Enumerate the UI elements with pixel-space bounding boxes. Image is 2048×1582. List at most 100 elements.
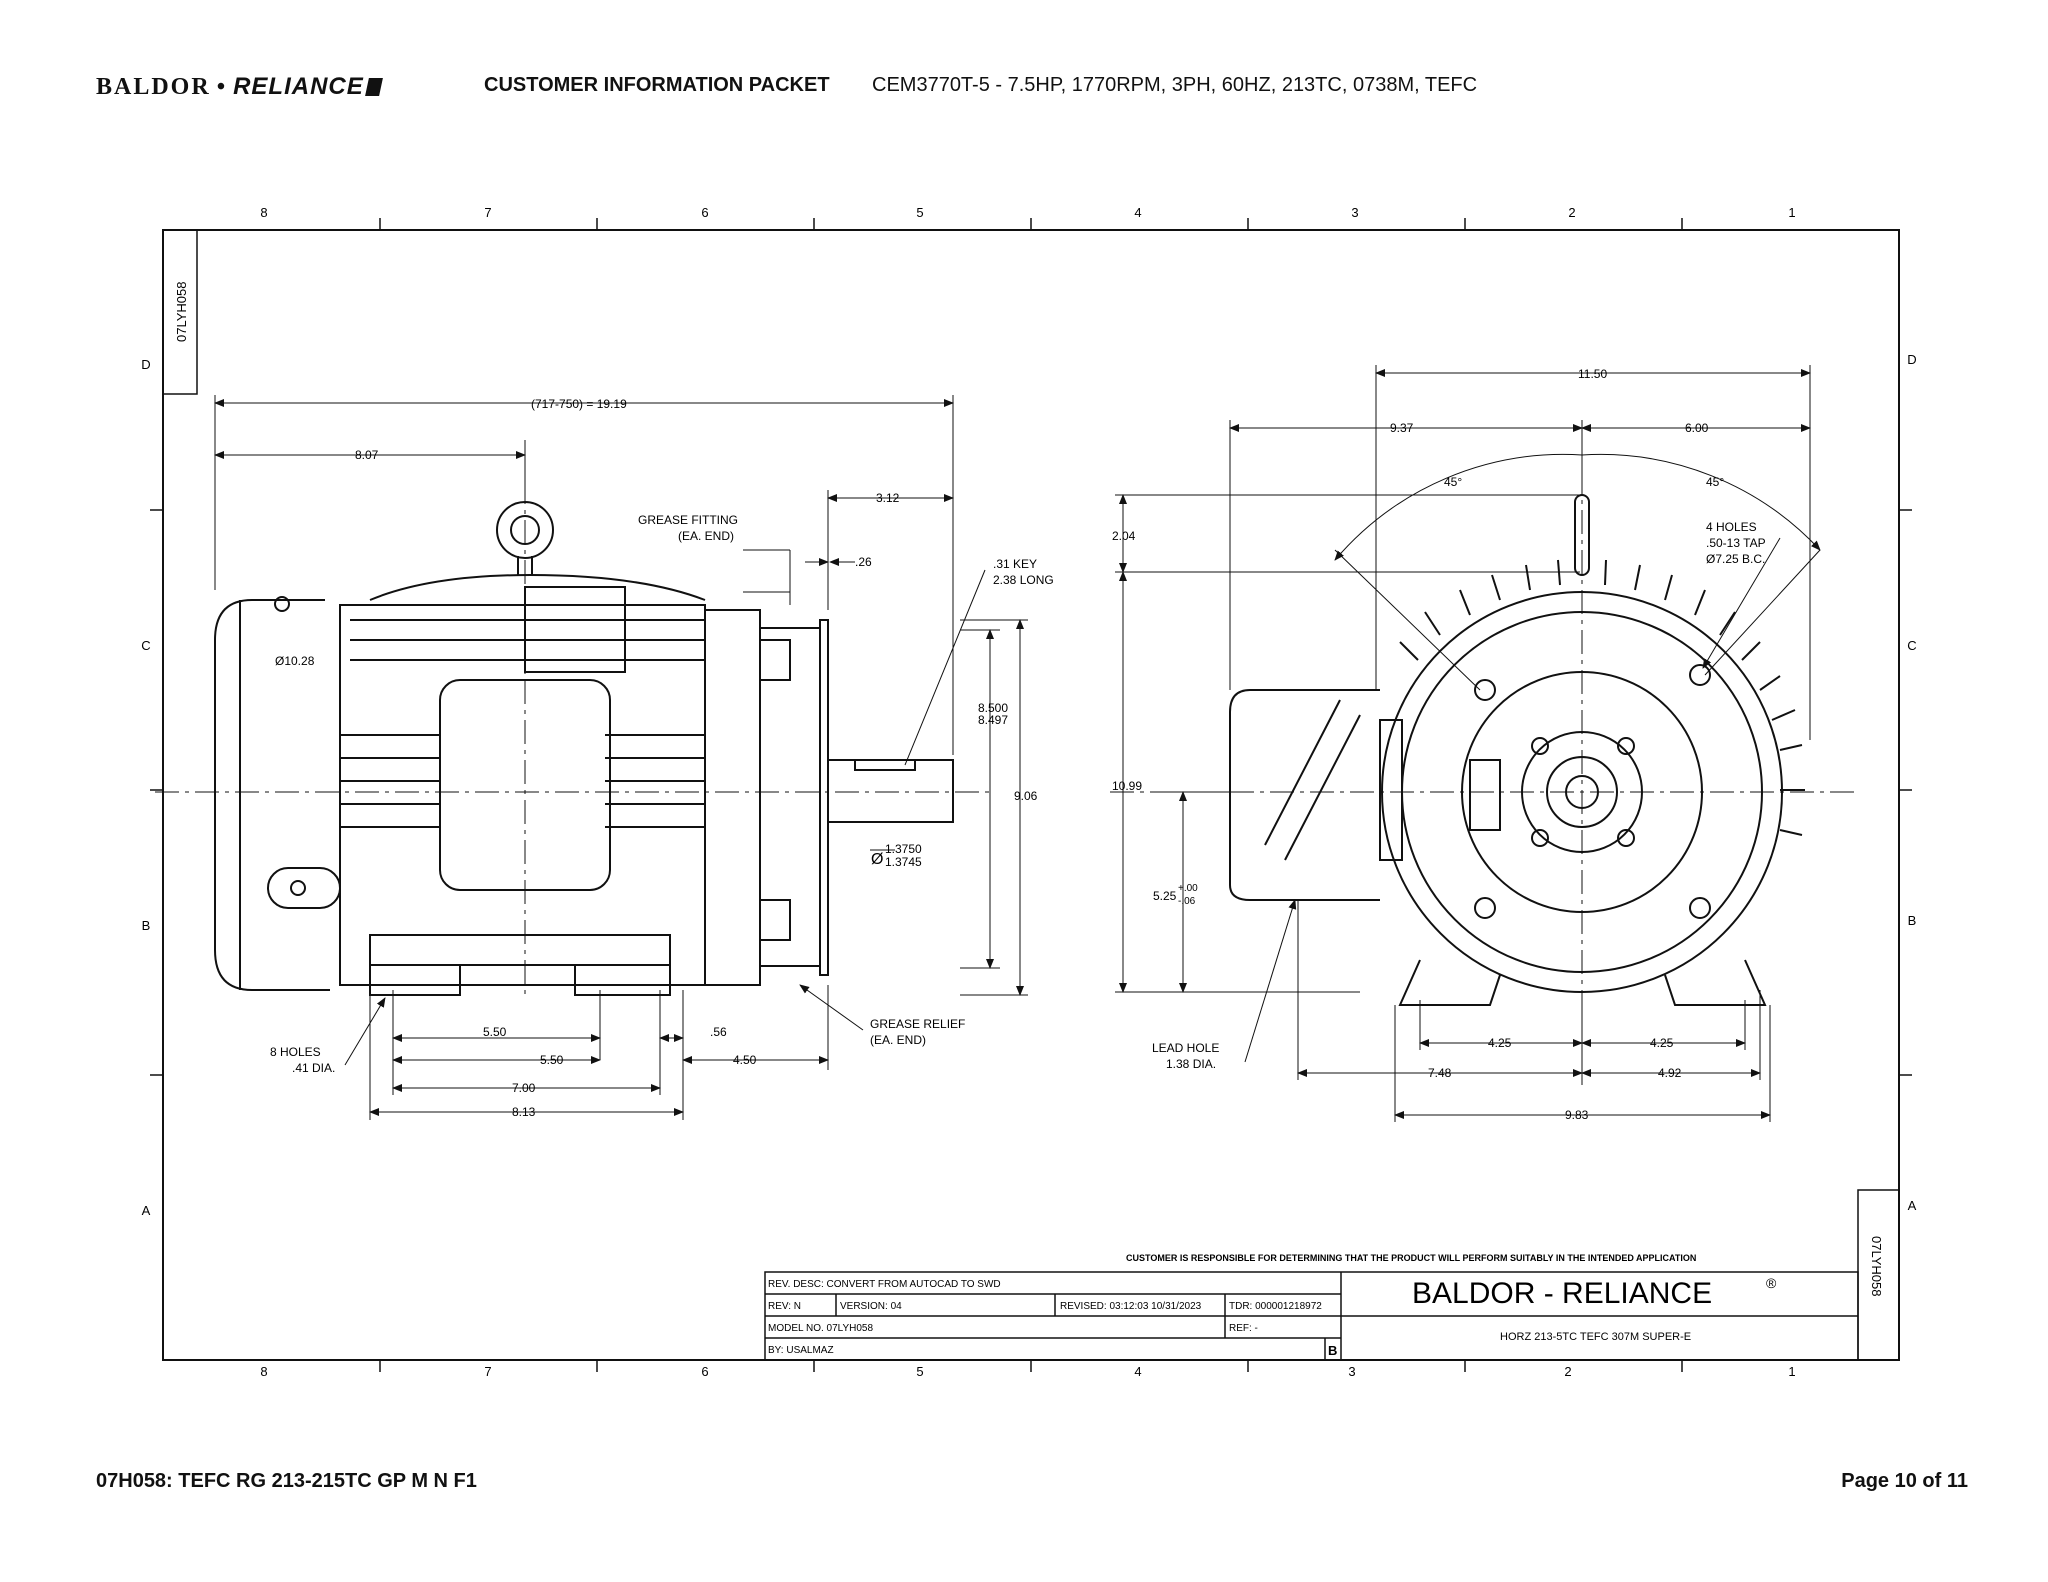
label-8-holes: 8 HOLES [270,1045,321,1059]
dim-56: .56 [710,1025,727,1039]
label-grease-fitting-each: (EA. END) [678,529,734,543]
col-label: 8 [260,1364,267,1379]
dim-525: 5.25 [1153,889,1177,903]
brand-logo: BALDOR • RELIANCE [96,72,383,102]
side-view-labels: (717-750) = 19.19 8.07 3.12 .26 GREASE F… [270,397,1054,1119]
dim-550a: 5.50 [483,1025,507,1039]
col-label: 1 [1788,205,1795,220]
registered-mark: ® [1766,1275,1777,1291]
col-label: 2 [1568,205,1575,220]
row-label: B [1908,913,1917,928]
end-view-dimensions [1115,365,1821,1122]
dim-26: .26 [855,555,872,569]
tdr-number: TDR: 000001218972 [1229,1301,1322,1312]
drawn-by: BY: USALMAZ [768,1345,834,1356]
row-label: A [142,1203,151,1218]
logo-reliance: RELIANCE [233,73,364,100]
end-view-labels: 11.50 9.37 6.00 45° 45° 4 HOLES .50-13 T… [1112,367,1766,1122]
drawing-description: HORZ 213-5TC TEFC 307M SUPER-E [1500,1331,1691,1343]
sheet-size: B [1328,1343,1337,1358]
model-description: CEM3770T-5 - 7.5HP, 1770RPM, 3PH, 60HZ, … [872,74,1478,96]
dim-550b: 5.50 [540,1053,564,1067]
label-key: .31 KEY [993,557,1037,571]
dim-312: 3.12 [876,491,900,505]
dim-1099: 10.99 [1112,779,1142,793]
row-label: A [1908,1198,1917,1213]
dim-983: 9.83 [1565,1108,1589,1122]
dim-600: 6.00 [1685,421,1709,435]
col-label: 3 [1348,1364,1355,1379]
dim-425a: 4.25 [1488,1036,1512,1050]
label-holes-dia: .41 DIA. [292,1061,335,1075]
label-lead-hole: LEAD HOLE [1152,1041,1219,1055]
rev-letter: REV: N [768,1301,801,1312]
svg-text:07LYH058: 07LYH058 [1869,1236,1884,1296]
row-label: B [142,918,151,933]
row-label: D [1907,352,1916,367]
dim-906: 9.06 [1014,789,1038,803]
col-label: 4 [1134,1364,1141,1379]
motor-side-view [214,501,954,996]
dim-807: 8.07 [355,448,379,462]
frame-row-labels: D C B A D C B A [141,352,1916,1218]
col-label: 7 [484,205,491,220]
row-label: D [141,357,150,372]
footer-document-id: 07H058: TEFC RG 213-215TC GP M N F1 [96,1470,477,1492]
dim-492: 4.92 [1658,1066,1682,1080]
dim-8500: 8.500 [978,701,1008,715]
label-4-holes: 4 HOLES [1706,520,1757,534]
revised-date: REVISED: 03:12:03 10/31/2023 [1060,1301,1202,1312]
angle-45-left: 45° [1444,475,1462,489]
dim-937: 9.37 [1390,421,1414,435]
model-number: MODEL NO. 07LYH058 [768,1323,873,1334]
col-label: 2 [1564,1364,1571,1379]
col-label: 8 [260,205,267,220]
col-label: 7 [484,1364,491,1379]
label-grease-relief: GREASE RELIEF [870,1017,965,1031]
row-label: C [141,638,150,653]
logo-baldor: BALDOR [96,73,211,100]
tol-minus: -.06 [1178,896,1196,907]
col-label: 5 [916,1364,923,1379]
dim-shaft-max: 1.3750 [885,842,922,856]
logo-dot: • [216,73,228,100]
col-label: 3 [1351,205,1358,220]
svg-text:07LYH058: 07LYH058 [174,282,189,342]
col-label: 6 [701,1364,708,1379]
disclaimer-text: CUSTOMER IS RESPONSIBLE FOR DETERMINING … [1126,1253,1696,1263]
tol-plus: +.00 [1178,883,1198,894]
dim-1150: 11.50 [1578,367,1607,381]
footer-page-number: Page 10 of 11 [1841,1470,1968,1492]
label-grease-fitting: GREASE FITTING [638,513,738,527]
dim-700: 7.00 [512,1081,536,1095]
dim-748: 7.48 [1428,1066,1452,1080]
col-label: 4 [1134,205,1141,220]
dim-8497: 8.497 [978,713,1008,727]
frame-column-labels: 8 7 6 5 4 3 2 1 8 7 6 5 4 3 2 1 [260,205,1795,1379]
rev-description: REV. DESC: CONVERT FROM AUTOCAD TO SWD [768,1279,1001,1290]
angle-45-right: 45° [1706,475,1724,489]
title-brand: BALDOR - RELIANCE [1412,1277,1712,1310]
drawing-id-box-bottom: 07LYH058 [1857,1189,1900,1361]
label-bolt-circle: Ø7.25 B.C. [1706,552,1765,566]
dim-1028: Ø10.28 [275,654,315,668]
packet-title: CUSTOMER INFORMATION PACKET [484,74,830,96]
dim-overall-length: (717-750) = 19.19 [531,397,627,411]
dim-450: 4.50 [733,1053,757,1067]
dim-813: 8.13 [512,1105,536,1119]
version: VERSION: 04 [840,1301,902,1312]
label-key-length: 2.38 LONG [993,573,1054,587]
side-view-dimensions [214,395,1028,1120]
dim-425b: 4.25 [1650,1036,1674,1050]
col-label: 1 [1788,1364,1795,1379]
drawing-id-box-top: 07LYH058 [162,229,198,395]
label-tap: .50-13 TAP [1706,536,1766,550]
col-label: 6 [701,205,708,220]
title-block: CUSTOMER IS RESPONSIBLE FOR DETERMINING … [764,1253,1859,1361]
label-grease-relief-each: (EA. END) [870,1033,926,1047]
col-label: 5 [916,205,923,220]
frame-ticks [150,218,1912,1372]
ref-number: REF: - [1229,1323,1258,1334]
dim-shaft-min: 1.3745 [885,855,922,869]
